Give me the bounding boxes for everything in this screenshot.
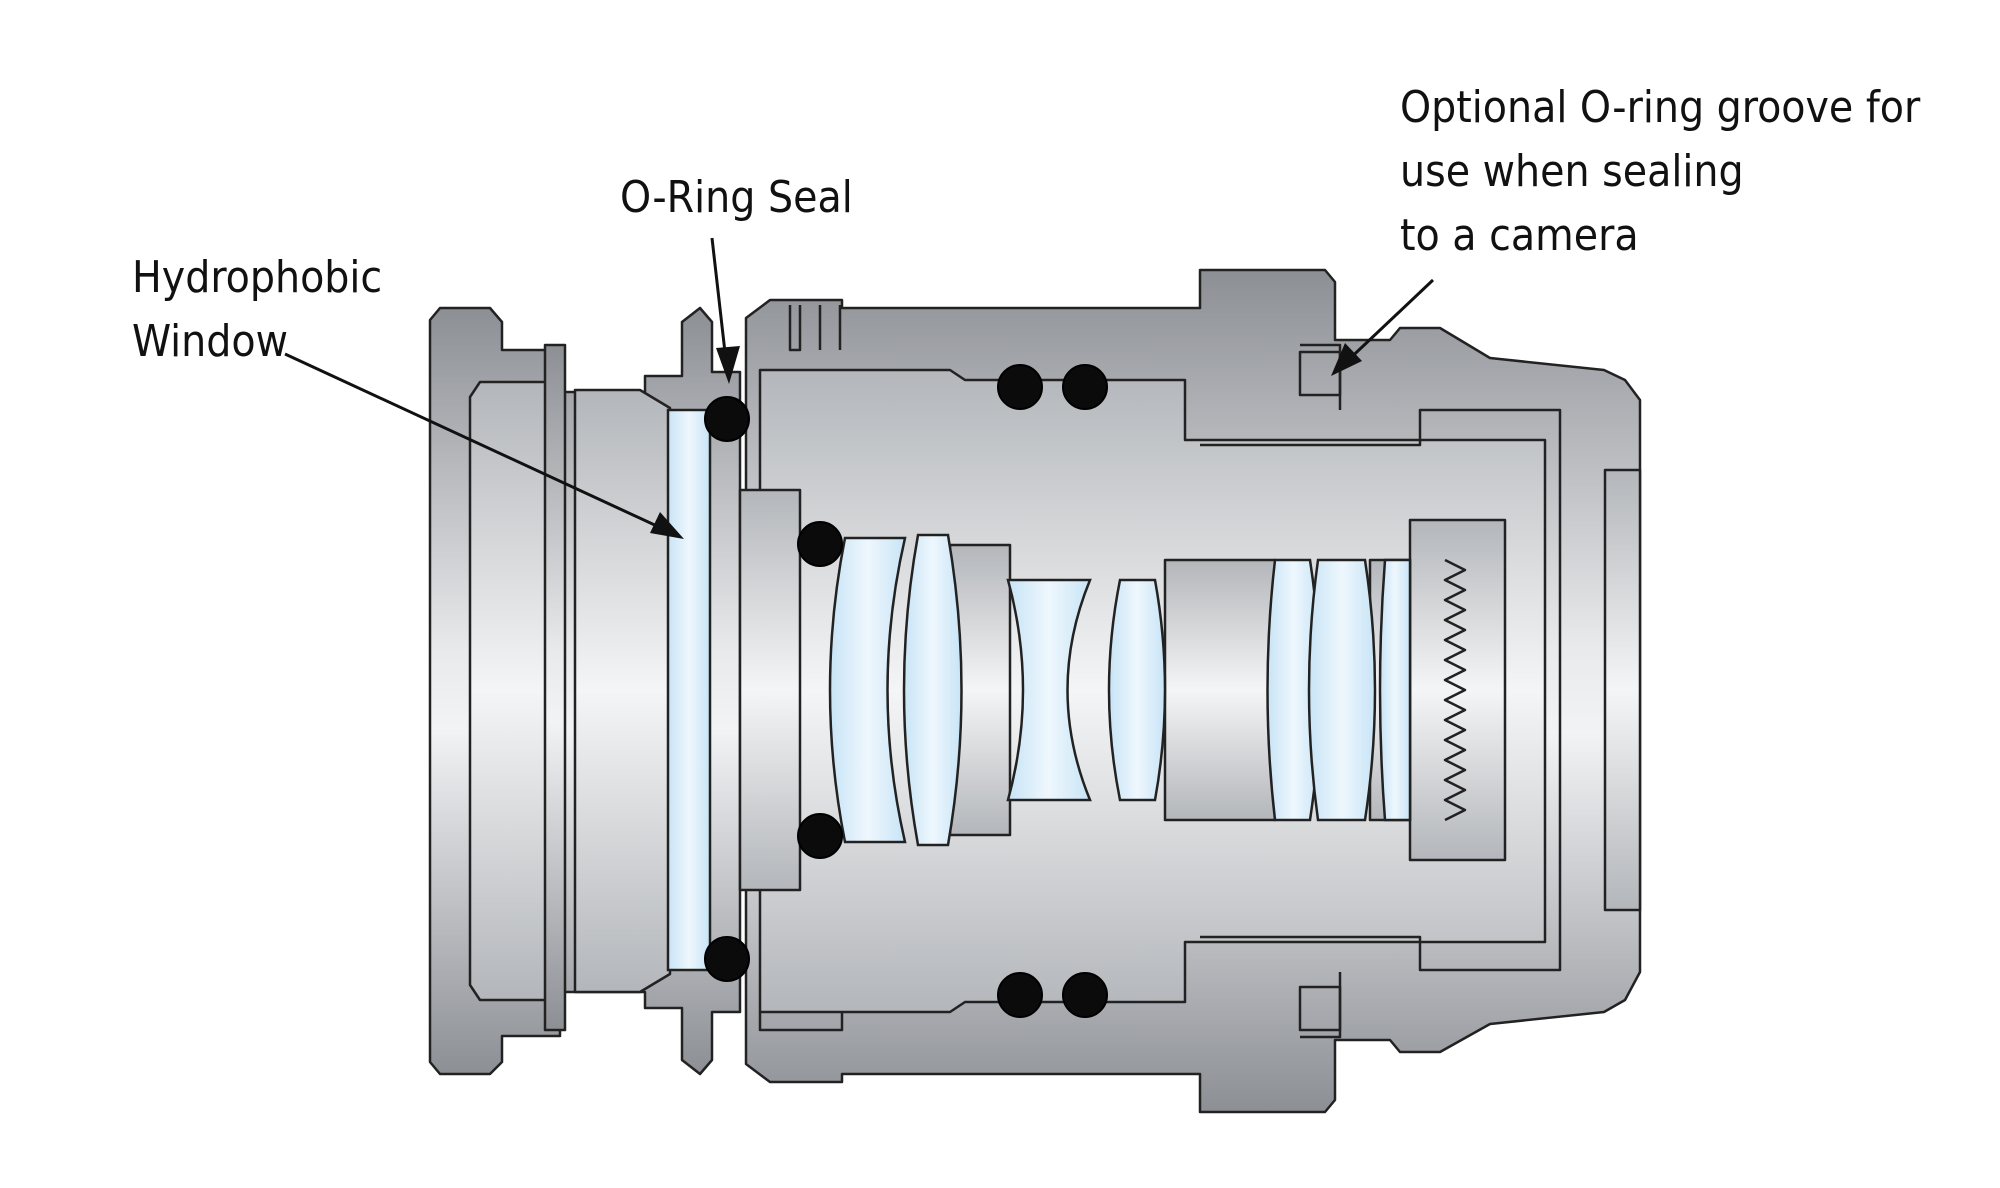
o-ring-seal-arrowhead xyxy=(716,346,740,384)
rear-end-cap xyxy=(1603,468,1642,912)
lens-element-2 xyxy=(902,533,963,847)
focus-grip-bottom xyxy=(758,1012,844,1032)
hydrophobic-window xyxy=(666,408,712,972)
rear-mount xyxy=(1408,518,1507,862)
lens-element-1 xyxy=(828,536,907,844)
hydrophobic-window-label: Hydrophobic xyxy=(132,252,382,303)
lens-element-4 xyxy=(1107,578,1167,802)
o-ring-window-bottom xyxy=(704,936,750,982)
o-ring-focus-bottom-2 xyxy=(1062,972,1108,1018)
groove-notch-top xyxy=(1298,350,1342,397)
lens-element-3 xyxy=(1006,578,1092,802)
hydrophobic-window-arrowhead xyxy=(650,512,684,539)
mount-thread xyxy=(1443,558,1467,822)
o-ring-focus-top-2 xyxy=(1062,364,1108,410)
o-ring-seal-label: O-Ring Seal xyxy=(620,172,853,223)
lens-element-6 xyxy=(1307,558,1377,822)
hydrophobic-window-leader xyxy=(284,352,673,535)
o-ring-barrel-bottom xyxy=(797,813,843,859)
lens-element-7 xyxy=(1378,558,1412,822)
groove-notch-bottom xyxy=(1298,985,1342,1032)
optional-groove-leader xyxy=(1340,278,1435,368)
optional-groove-arrowhead xyxy=(1331,343,1362,376)
o-ring-barrel-top xyxy=(797,521,843,567)
barrel-front xyxy=(738,488,802,892)
optional-groove-label-line3: to a camera xyxy=(1400,210,1639,261)
o-ring-focus-bottom-1 xyxy=(997,972,1043,1018)
barrel-spacer-2 xyxy=(1163,558,1277,822)
hydrophobic-window-label-line2: Window xyxy=(132,316,288,367)
o-ring-window-top xyxy=(704,396,750,442)
rear-sleeve xyxy=(1200,408,1562,972)
optional-groove-label-line1: Optional O-ring groove for xyxy=(1400,82,1921,133)
front-bezel xyxy=(543,343,567,1032)
focus-grip-top xyxy=(788,305,842,352)
optional-groove-label-line2: use when sealing xyxy=(1400,146,1744,197)
o-ring-focus-top-1 xyxy=(997,364,1043,410)
front-cone xyxy=(573,388,672,994)
